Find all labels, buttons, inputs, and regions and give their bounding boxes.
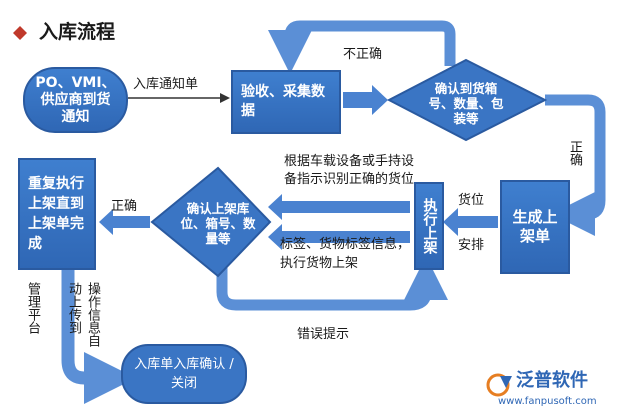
brand-name: 泛普软件 [516,370,588,391]
arrow-execute-to-confirm-upper [268,194,410,220]
final-node-label: 入库单入库确认 / 关闭 [134,357,234,391]
source-node: PO、VMI、供应商到货通知 [23,67,128,133]
execute-shelf-node: 执行上架 [414,182,444,270]
receive-node-label: 验收、采集数据 [241,84,325,119]
check-arrival-label: 确认到货箱号、数量、包装等 [428,80,504,126]
arrow-receive-to-check [343,85,388,115]
title-marker-icon [13,26,27,40]
source-node-label: PO、VMI、供应商到货通知 [35,74,116,125]
location-label: 货位 [458,193,485,208]
arrow-execute-to-confirm-lower [268,224,410,250]
check-location-label: 确认上架库位、箱号、数量等 [180,200,256,246]
repeat-node-label: 重复执行上架直到上架单完成 [28,176,84,252]
generate-shelf-node: 生成上架单 [500,180,570,274]
check-location-diamond [150,166,272,278]
arrow-source-to-receive [128,93,230,103]
arrow-correct-down [545,94,606,236]
arrange-label: 安排 [458,238,485,253]
arrow-incorrect-loop [268,20,456,74]
op-info-label: 操作信息自 [85,282,100,347]
incorrect-label: 不正确 [343,47,383,62]
final-confirm-shape [121,344,247,404]
arrival-notice-label: 入库通知单 [133,77,199,92]
auto-upload-label: 动上传到 [66,282,81,334]
error-prompt-label: 错误提示 [297,327,350,342]
instruction-label: 根据车载设备或手持设备指示识别正确的货位 [284,154,415,187]
brand-url: www.fanpusoft.com [498,396,597,407]
correct-right-label: 正确 [567,140,582,166]
arrow-repeat-to-final [61,270,136,404]
repeat-node: 重复执行上架直到上架单完成 [18,158,96,270]
arrow-confirm-to-repeat [99,209,150,235]
receive-node: 验收、采集数据 [231,70,341,134]
check-location-text-wrap: 确认上架库位、箱号、数量等 [180,187,256,259]
arrow-error-loop [216,256,448,311]
final-node: 入库单入库确认 / 关闭 [126,348,242,400]
mgmt-platform-label: 管理平台 [25,282,40,334]
generate-shelf-label: 生成上架单 [512,208,558,245]
correct-left-label: 正确 [111,199,138,214]
labeling-label: 标签、货物标签信息，执行货物上架 [280,237,411,271]
arrow-shelf-to-execute [443,208,498,236]
check-arrival-diamond [386,58,548,142]
page-title: 入库流程 [39,21,116,43]
check-arrival-text-wrap: 确认到货箱号、数量、包装等 [425,68,507,138]
brand-logo-icon [486,373,512,397]
execute-shelf-label: 执行上架 [421,198,438,254]
